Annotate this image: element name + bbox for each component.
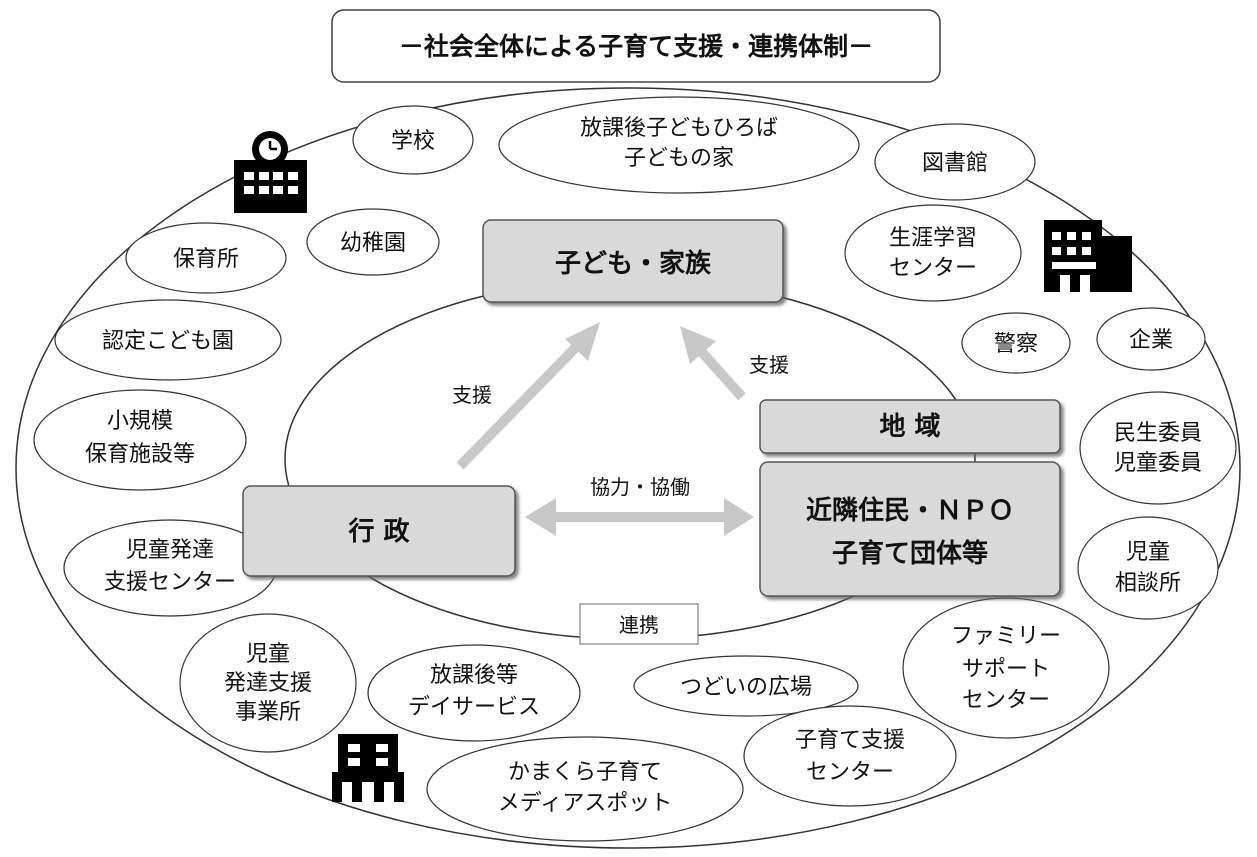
ellipse-police: 警察 [961,312,1071,374]
label-after-school-plaza-1: 放課後子どもひろば [580,116,778,141]
label-child-dev-office-1: 児童 [246,642,290,667]
label-welfare-commissioner-1: 民生委員 [1114,421,1202,446]
ellipse-company: 企業 [1096,307,1206,371]
ellipse-tsudoi: つどいの広場 [633,655,859,717]
title-box [331,9,941,83]
label-after-school-plaza-2: 子どもの家 [624,146,734,171]
box-residents: 近隣住民・ＮＰＯ 子育て団体等 [759,461,1061,597]
ellipse-day-service: 放課後等 デイサービス [367,644,581,742]
label-support-right: 支援 [749,353,789,377]
school-building-icon [234,131,307,213]
box-region: 地 域 [759,399,1061,454]
ellipse-after-school-plaza: 放課後子どもひろば 子どもの家 [498,96,860,194]
title: －社会全体による子育て支援・連携体制－ [399,32,873,61]
label-family-support-2: サポート [962,657,1050,682]
label-family: 子ども・家族 [555,248,712,279]
ellipse-nursery: 保育所 [125,222,287,294]
ellipse-child-consultation: 児童 相談所 [1077,516,1219,620]
label-family-support-1: ファミリー [951,624,1061,649]
ellipse-school: 学校 [352,105,474,175]
ellipse-kindergarten: 幼稚園 [306,208,440,276]
ellipse-small-nursery: 小規模 保育施設等 [33,389,247,491]
label-lifelong-center-2: センター [889,256,977,281]
label-child-consultation-2: 相談所 [1115,571,1181,596]
label-kamakura-media-2: メディアスポット [498,791,672,816]
label-support-left: 支援 [452,383,492,407]
label-child-consultation-1: 児童 [1126,540,1170,565]
label-company: 企業 [1129,328,1173,353]
label-nursery: 保育所 [173,247,239,272]
label-school: 学校 [391,129,435,154]
ellipse-childcare-center: 子育て支援 センター [743,705,957,807]
ellipse-certified-center: 認定こども園 [54,299,282,381]
label-residents-1: 近隣住民・ＮＰＯ [806,495,1014,526]
box-family: 子ども・家族 [482,219,784,303]
label-childcare-center-2: センター [806,760,894,785]
office-building-icon [1044,220,1132,292]
label-lifelong-center-1: 生涯学習 [889,226,977,251]
label-kamakura-media-1: かまくら子育て [508,760,662,785]
arrow-gov-to-family [456,322,600,470]
small-building-icon [332,734,404,802]
label-child-dev-center-2: 支援センター [104,570,236,595]
label-small-nursery-1: 小規模 [107,409,173,434]
ellipse-library: 図書館 [874,123,1036,201]
label-child-dev-office-3: 事業所 [235,700,301,725]
label-day-service-1: 放課後等 [430,663,518,688]
label-small-nursery-2: 保育施設等 [85,442,195,467]
arrow-region-to-family [680,326,746,401]
label-child-dev-office-2: 発達支援 [224,671,312,696]
label-family-support-3: センター [962,688,1050,713]
ellipse-family-support: ファミリー サポート センター [902,597,1110,739]
label-cooperation: 協力・協働 [590,475,690,499]
label-childcare-center-1: 子育て支援 [795,728,905,753]
ellipse-child-dev-office: 児童 発達支援 事業所 [179,613,357,753]
label-region: 地 域 [879,412,940,442]
label-certified-center: 認定こども園 [102,329,234,354]
label-child-dev-center-1: 児童発達 [126,538,214,563]
label-welfare-commissioner-2: 児童委員 [1114,451,1202,476]
label-day-service-2: デイサービス [408,695,540,720]
box-government: 行 政 [242,485,516,577]
ellipse-welfare-commissioner: 民生委員 児童委員 [1079,391,1237,505]
label-tsudoi: つどいの広場 [680,675,812,700]
arrow-cooperation [525,498,754,536]
label-coordination: 連携 [619,613,659,637]
coordination-box [579,603,699,645]
ellipse-child-dev-center: 児童発達 支援センター [63,519,277,617]
label-residents-2: 子育て団体等 [832,538,988,569]
label-kindergarten: 幼稚園 [340,231,406,256]
ellipse-kamakura-media: かまくら子育て メディアスポット [426,736,744,842]
label-police: 警察 [994,332,1038,357]
label-government: 行 政 [347,516,409,547]
label-library: 図書館 [922,151,988,176]
ellipse-lifelong-center: 生涯学習 センター [844,204,1022,302]
